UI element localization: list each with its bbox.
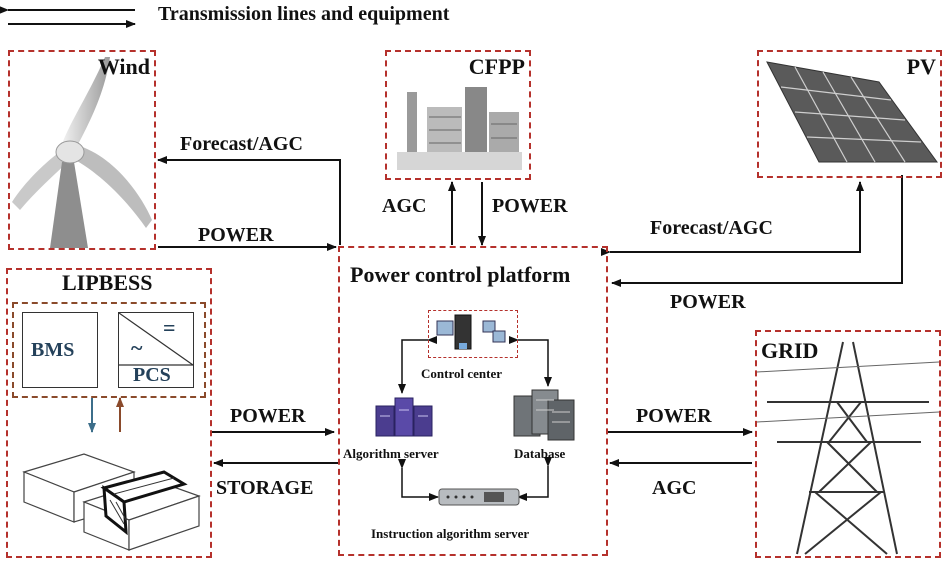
algorithm-server-label: Algorithm server (343, 446, 439, 461)
wind-connectors (157, 156, 341, 251)
pv-forecast-label: Forecast/AGC (650, 217, 773, 239)
ac-symbol: ~ (131, 335, 143, 360)
bess-storage-label: STORAGE (216, 477, 314, 499)
bess-power-label: POWER (230, 405, 306, 427)
power-plant-image (397, 87, 522, 170)
bess-connectors (212, 428, 338, 467)
grid-label: GRID (761, 338, 819, 363)
bms-label: BMS (31, 339, 75, 361)
converter-diagonal (119, 313, 193, 366)
wind-power-label: POWER (198, 224, 274, 246)
pv-power-label: POWER (670, 291, 746, 313)
grid-box: GRID (755, 330, 941, 558)
platform-title: Power control platform (350, 262, 571, 287)
platform-internal-links (398, 336, 552, 501)
solar-panel-image (766, 61, 938, 163)
cfpp-agc-label: AGC (382, 195, 427, 217)
cfpp-connectors (448, 181, 486, 246)
battery-containers-image (22, 453, 201, 551)
transmission-tower-image (756, 341, 940, 555)
grid-power-label: POWER (636, 405, 712, 427)
control-center-box (428, 310, 518, 358)
dc-symbol: = (163, 315, 176, 340)
lipbess-label: LIPBESS (62, 270, 153, 295)
legend-label: Transmission lines and equipment (158, 3, 450, 25)
instruction-server-icon (438, 488, 520, 506)
cfpp-box: CFPP (385, 50, 531, 180)
control-center-label: Control center (421, 366, 502, 381)
control-center-icon (436, 314, 506, 350)
legend-arrows (0, 6, 136, 28)
cfpp-label: CFPP (468, 54, 525, 79)
wind-box: Wind (8, 50, 156, 250)
pcs-label: PCS (133, 364, 171, 386)
wind-turbine-image (12, 57, 152, 248)
database-icon (513, 389, 575, 441)
pcs-block: = ~ PCS (118, 312, 194, 388)
pv-box: PV (757, 50, 942, 178)
algorithm-server-icon (375, 397, 433, 437)
lipbess-box (6, 268, 212, 558)
bms-pcs-group (12, 302, 206, 398)
pv-connectors (601, 175, 903, 287)
pv-label: PV (906, 54, 936, 79)
wind-forecast-label: Forecast/AGC (180, 133, 303, 155)
instruction-server-label: Instruction algorithm server (371, 526, 530, 541)
cfpp-power-label: POWER (492, 195, 568, 217)
database-label: Database (514, 446, 566, 461)
power-control-platform-box (338, 246, 608, 556)
wind-label: Wind (97, 54, 150, 79)
grid-connectors (608, 428, 753, 467)
bms-block: BMS (22, 312, 98, 388)
grid-agc-label: AGC (652, 477, 697, 499)
